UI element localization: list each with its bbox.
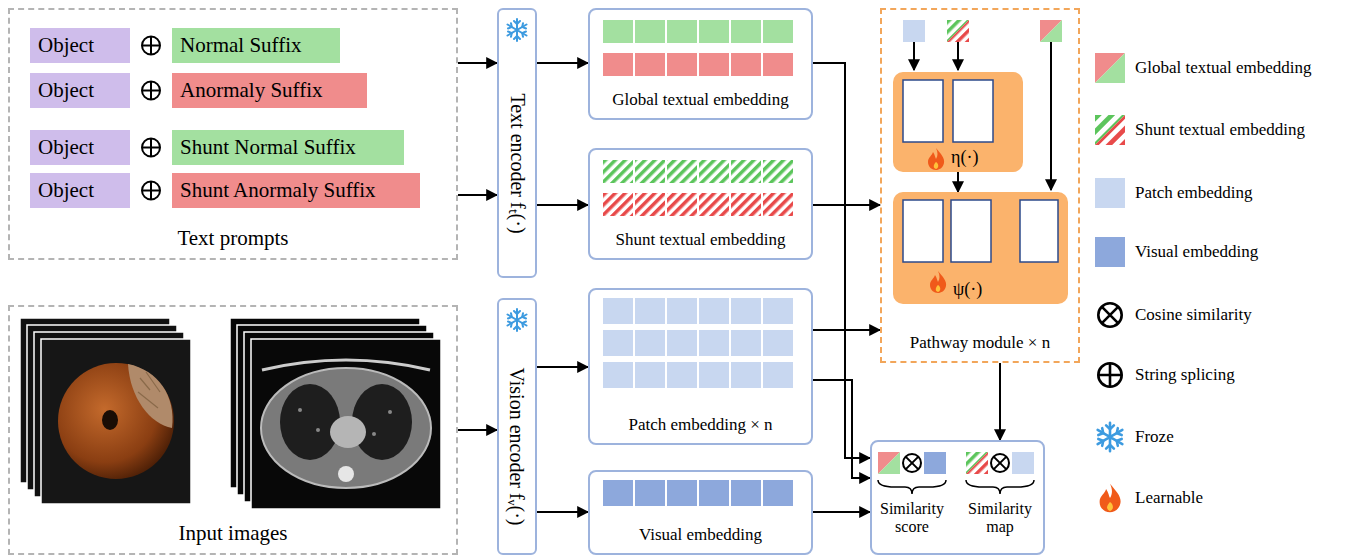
- embedding-box: Global textual embedding: [588, 8, 813, 120]
- embedding-box: Shunt textual embedding: [588, 148, 813, 260]
- suffix-box: Shunt Normal Suffix: [172, 130, 404, 165]
- node-label: Shunt Normal Suffix: [180, 135, 356, 159]
- suffix-box: Normal Suffix: [172, 28, 340, 63]
- legend-label: Learnable: [1088, 483, 1203, 513]
- node-label: Global textual embedding: [612, 90, 789, 110]
- node-label: ψ(·): [953, 279, 982, 300]
- node-label: Text encoder fₜ(·): [506, 93, 529, 233]
- arrow-connector: [999, 363, 1001, 440]
- legend-label: Froze: [1088, 422, 1174, 452]
- arrow-connector: [458, 429, 497, 431]
- legend-item: Global textual embedding: [1088, 53, 1312, 83]
- node-label: Object: [38, 78, 94, 102]
- arrow-connector: [813, 329, 880, 331]
- node-label: Anormaly Suffix: [180, 78, 323, 102]
- encoder-box: Text encoder fₜ(·): [497, 8, 537, 278]
- legend-item: Froze: [1088, 422, 1174, 452]
- pathway-module: Pathway module × n η(·) ψ(·): [880, 8, 1080, 363]
- arrow-connector: [813, 63, 870, 458]
- encoder-box: Vision encoder fᵥ(·): [497, 298, 537, 555]
- legend-item: Patch embedding: [1088, 178, 1253, 208]
- arrow-connector: [537, 62, 588, 64]
- node-label: Normal Suffix: [180, 33, 302, 57]
- suffix-box: Shunt Anormaly Suffix: [172, 173, 420, 208]
- similarity-box: Similarity scoreSimilarity map: [870, 440, 1045, 555]
- node-label: Object: [38, 33, 94, 57]
- node-label: Shunt Anormaly Suffix: [180, 178, 376, 202]
- arrow-connector: [813, 204, 880, 206]
- node-label: Similarity map: [960, 500, 1040, 537]
- node-label: Pathway module × n: [910, 333, 1050, 353]
- node-label: Shunt textual embedding: [616, 230, 786, 250]
- arrow-connector: [458, 194, 497, 196]
- node-label: Input images: [178, 521, 287, 545]
- node-label: η(·): [951, 147, 978, 168]
- arrow-connector: [957, 172, 959, 192]
- legend-item: Visual embedding: [1088, 237, 1258, 267]
- node-label: Text prompts: [177, 226, 288, 250]
- node-label: Vision encoder fᵥ(·): [506, 368, 529, 526]
- legend-label: Patch embedding: [1088, 178, 1253, 208]
- node-label: Similarity score: [872, 500, 952, 537]
- legend-label: Global textual embedding: [1088, 53, 1312, 83]
- node-label: Object: [38, 178, 94, 202]
- legend-swatch: [1095, 237, 1125, 267]
- legend-label: String splicing: [1088, 360, 1235, 390]
- legend-swatch: [1095, 178, 1125, 208]
- arrow-connector: [537, 204, 588, 206]
- embedding-box: Patch embedding × n: [588, 288, 813, 445]
- arrow-connector: [813, 511, 870, 513]
- arrow-connector: [537, 511, 588, 513]
- object-box: Object: [30, 28, 130, 63]
- suffix-box: Anormaly Suffix: [172, 73, 367, 108]
- object-box: Object: [30, 73, 130, 108]
- legend-item: String splicing: [1088, 360, 1235, 390]
- legend-item: Shunt textual embedding: [1088, 115, 1305, 145]
- legend-label: Shunt textual embedding: [1088, 115, 1305, 145]
- legend-label: Visual embedding: [1088, 237, 1258, 267]
- object-box: Object: [30, 130, 130, 165]
- learnable-block: ψ(·): [893, 192, 1068, 304]
- arrow-connector: [813, 380, 870, 478]
- arrow-connector: [458, 62, 497, 64]
- node-label: Object: [38, 135, 94, 159]
- legend-item: Cosine similarity: [1088, 300, 1252, 330]
- learnable-block: η(·): [893, 72, 1023, 172]
- legend-item: Learnable: [1088, 483, 1203, 513]
- prompt-group: Text promptsObjectNormal SuffixObjectAno…: [8, 8, 458, 260]
- node-label: Patch embedding × n: [628, 415, 772, 435]
- node-label: Visual embedding: [639, 525, 762, 545]
- arrow-connector: [537, 366, 588, 368]
- image-group: Input images: [8, 305, 458, 555]
- embedding-box: Visual embedding: [588, 470, 813, 555]
- object-box: Object: [30, 173, 130, 208]
- legend-label: Cosine similarity: [1088, 300, 1252, 330]
